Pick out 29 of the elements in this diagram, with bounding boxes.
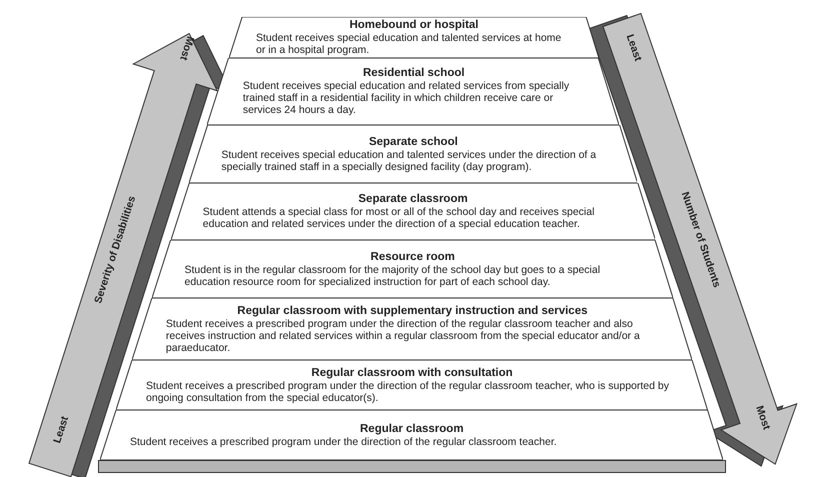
- tier-heading: Residential school: [362, 67, 466, 80]
- tier-description: Student attends a special class for most or all of the school day and receives special education and related services under the direction of a special education teacher.: [202, 206, 596, 230]
- tier-description: Student receives special education and talented services at home or in a hospital program.: [256, 32, 562, 56]
- tier-description: Student receives a prescribed program under the direction of the regular classroom teacher and also receives instruction and related services within a regular classroom from the special educator and/or a paraeducator.: [166, 318, 641, 354]
- tier-description: Student receives special education and related services from specially trained staff in a residential facility in which children receive care or services 24 hours a day.: [242, 80, 570, 116]
- tier-heading: Homebound or hospital: [348, 19, 480, 32]
- tier-description: Student receives special education and talented services under the direction of a specially trained staff in a specially designed facility (day program).: [221, 148, 598, 172]
- tier-band: [132, 298, 692, 360]
- tier-heading: Regular classroom with consultation: [310, 366, 514, 380]
- tier-band: [188, 125, 638, 183]
- tier-band: [170, 183, 655, 240]
- arrow-label: Most: [176, 34, 198, 62]
- tier-heading: Regular classroom: [359, 422, 465, 436]
- arrow-label: Least: [622, 32, 645, 64]
- tier-description: Student receives a prescribed program under the direction of the regular classroom teacher.: [130, 436, 558, 448]
- tier-heading: Separate school: [368, 136, 459, 148]
- tier-band: [228, 17, 599, 58]
- tier-band: [100, 410, 723, 460]
- tier-band: [207, 58, 620, 125]
- tier-band: [116, 360, 708, 410]
- tier-description: Student receives a prescribed program under the direction of the regular classroom teacher, who is supported by ongoing consultation from the special educator(s).: [146, 380, 670, 404]
- base-slab: [98, 460, 726, 473]
- tier-description: Student is in the regular classroom for the majority of the school day but goes to a special education resource room for specialized instruction for part of each school day.: [184, 264, 602, 288]
- tier-heading: Regular classroom with supplementary instruction and services: [236, 304, 588, 318]
- tier-heading: Separate classroom: [357, 193, 469, 206]
- arrow-label: Most: [752, 404, 774, 432]
- tier-heading: Resource room: [370, 250, 456, 264]
- tier-band: [152, 240, 673, 298]
- arrow-label: Least: [50, 414, 72, 446]
